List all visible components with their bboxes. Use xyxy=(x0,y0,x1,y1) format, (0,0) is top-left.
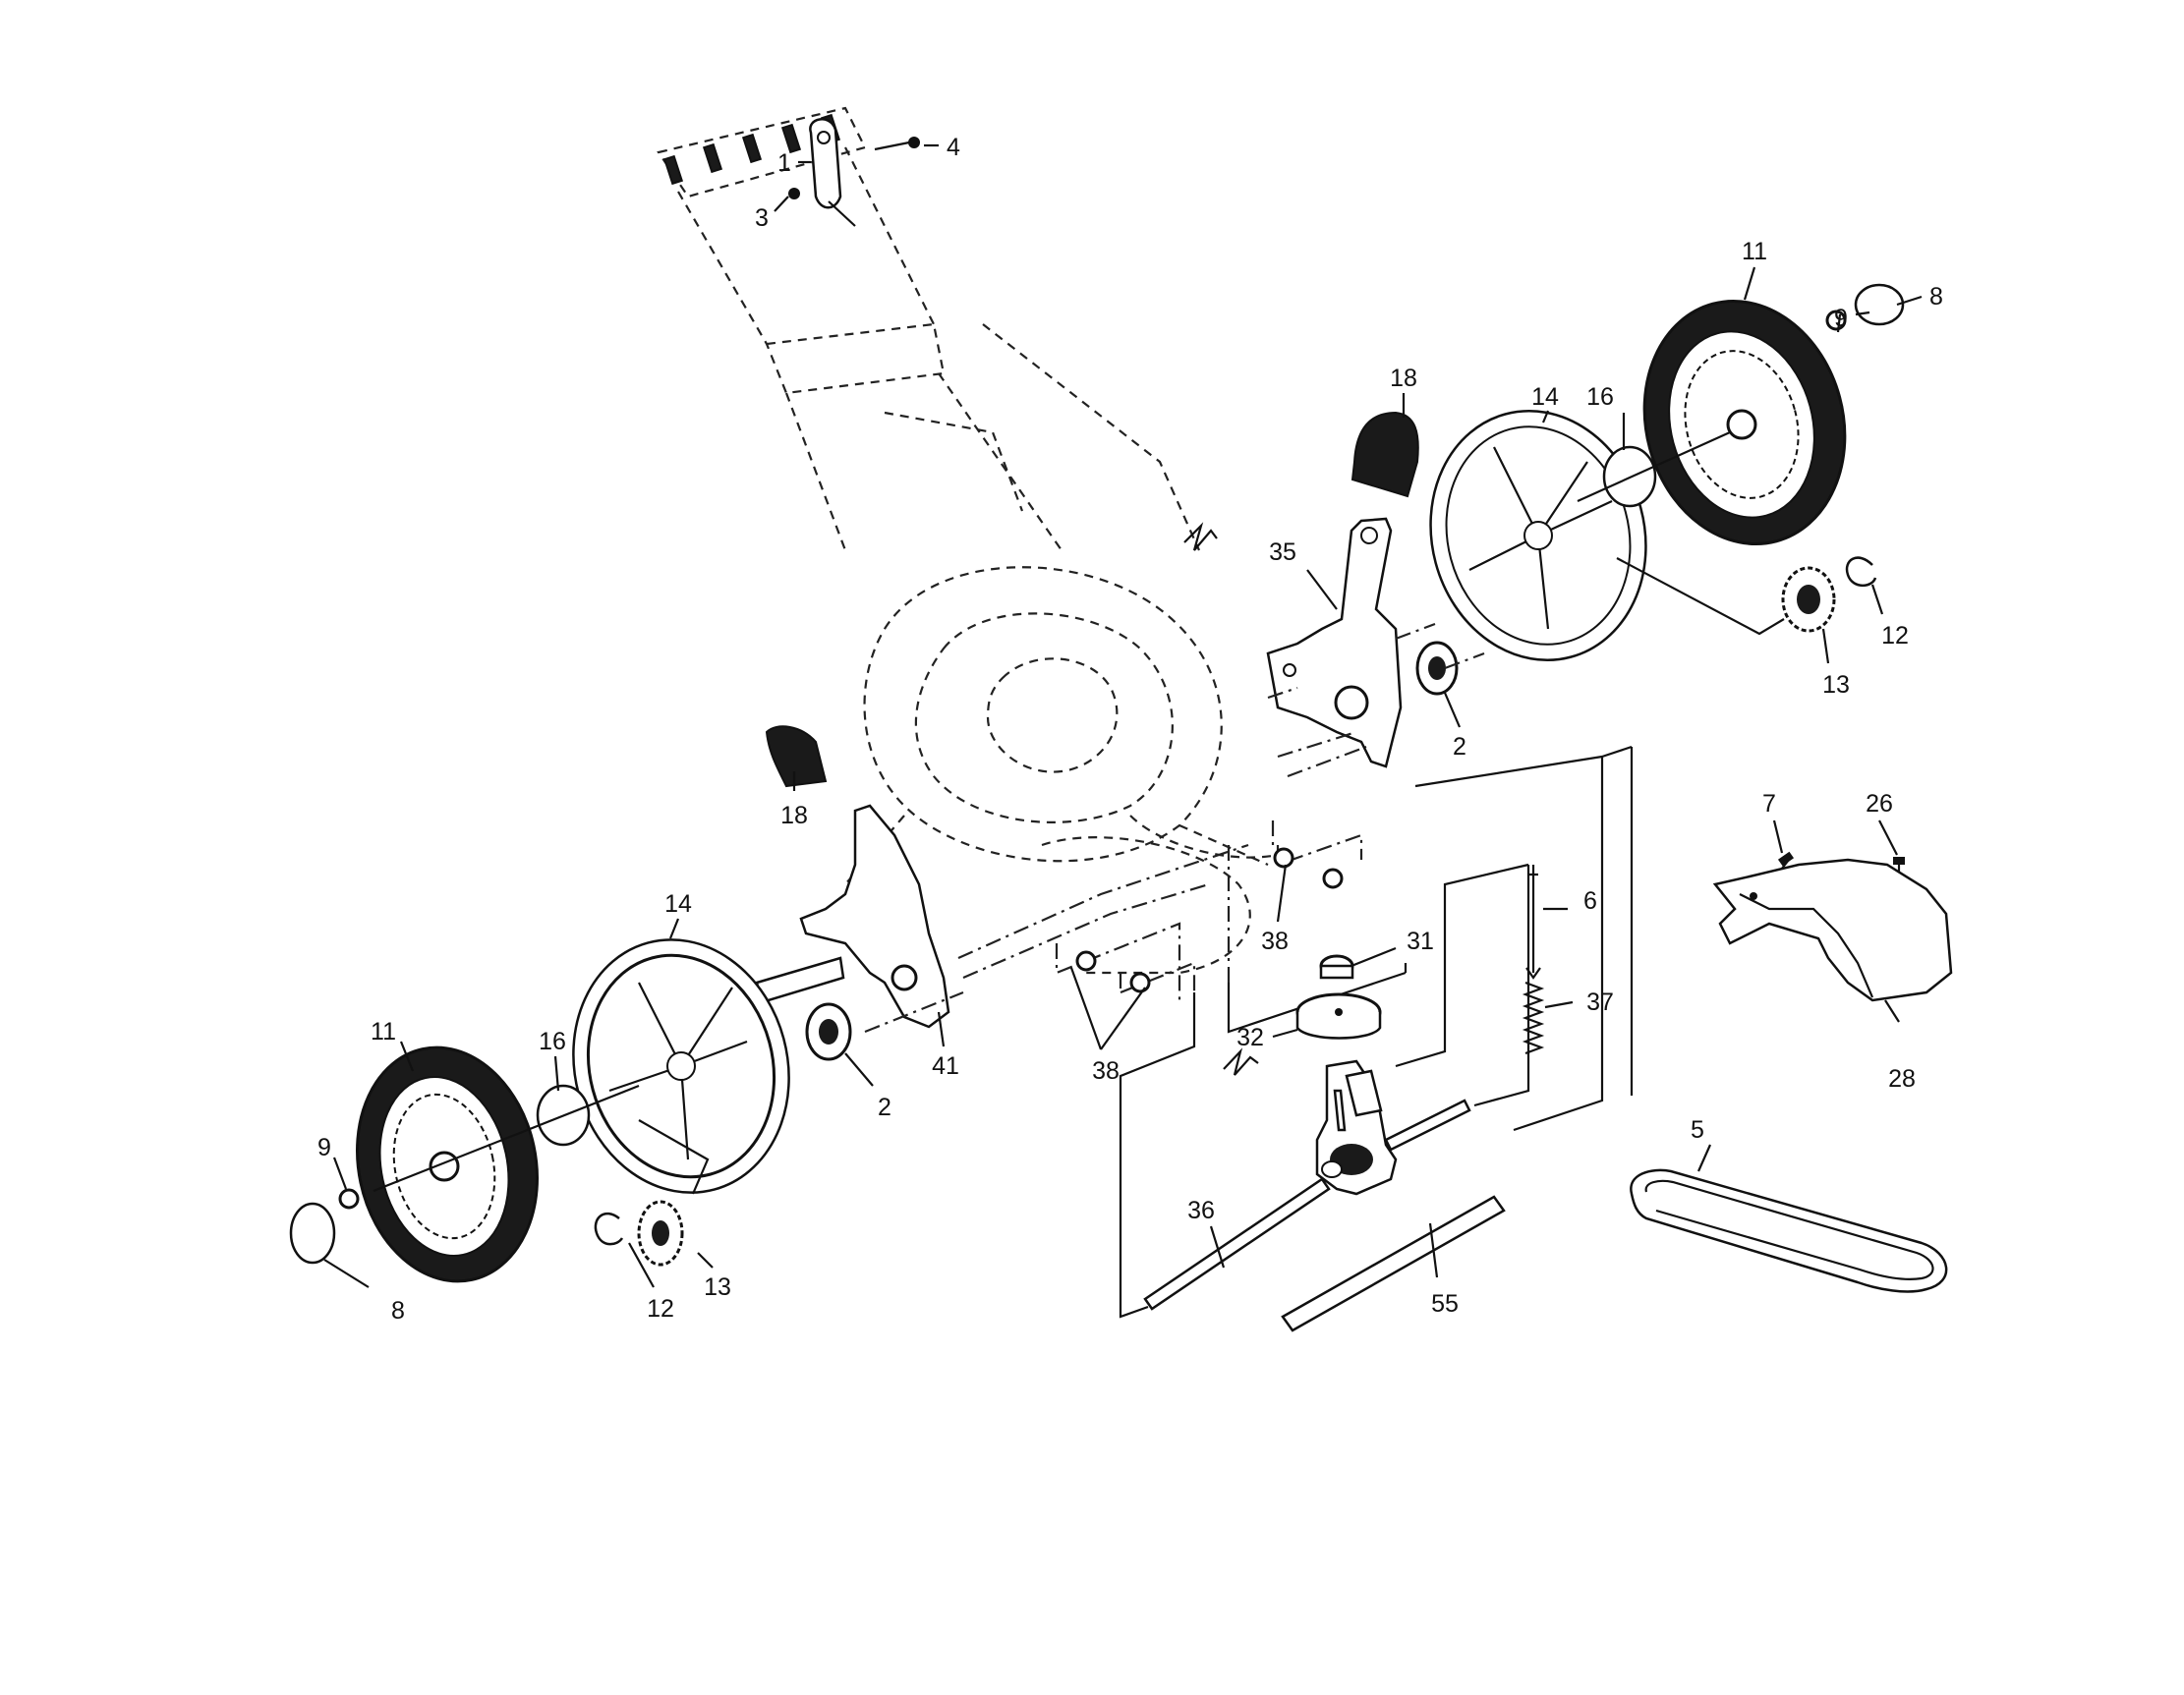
callout-2-left: 2 xyxy=(878,1094,891,1121)
axle-line-left xyxy=(373,1084,640,1193)
callout-31: 31 xyxy=(1407,928,1434,955)
phantom-deck-outline xyxy=(844,566,1279,975)
height-adjuster-bracket-left xyxy=(799,804,950,1029)
screw-icon xyxy=(874,137,920,151)
callout-18-right: 18 xyxy=(1390,365,1417,392)
callout-8-right: 8 xyxy=(1929,283,1943,311)
spring-icon xyxy=(1522,981,1545,1055)
nut-38c xyxy=(1273,847,1294,869)
callout-16-left: 16 xyxy=(539,1028,566,1055)
nut-38a xyxy=(1075,950,1097,972)
adjuster-grip-left xyxy=(765,725,828,788)
bearing-right xyxy=(1415,641,1459,696)
axle-line-right xyxy=(1577,430,1731,503)
cable-break-mark-upper xyxy=(1183,522,1218,551)
rear-cover xyxy=(1712,858,1953,1002)
handle-latch-assembly xyxy=(662,113,856,227)
callout-12-left: 12 xyxy=(647,1295,674,1323)
pulley-nut xyxy=(1319,954,1354,980)
drive-belt xyxy=(1630,1168,1948,1293)
callout-12-right: 12 xyxy=(1881,622,1909,650)
callout-26: 26 xyxy=(1866,790,1893,818)
pulley-icon xyxy=(1295,992,1382,1040)
callout-7: 7 xyxy=(1762,790,1776,818)
shaft-tube xyxy=(1281,1195,1506,1332)
callout-1: 1 xyxy=(777,149,791,177)
callout-11-left: 11 xyxy=(371,1018,396,1045)
nut-icon xyxy=(788,188,800,199)
callout-5: 5 xyxy=(1691,1116,1704,1144)
nut-38b xyxy=(1129,972,1151,993)
drive-assembly-frame xyxy=(1119,745,1634,1319)
drive-gear-right xyxy=(1781,566,1836,633)
callout-35: 35 xyxy=(1269,538,1296,566)
callout-32: 32 xyxy=(1236,1024,1264,1051)
hubcap-left xyxy=(289,1202,336,1265)
height-adjuster-bracket-right xyxy=(1266,517,1403,768)
spring-rod xyxy=(1525,865,1541,980)
callout-38-left: 38 xyxy=(1092,1057,1120,1085)
wheel-hubcap-left xyxy=(572,938,790,1194)
shaft-guide-lines xyxy=(864,622,1485,1034)
callout-8-left: 8 xyxy=(391,1297,405,1325)
phantom-handle-outline xyxy=(657,106,1201,551)
callout-55: 55 xyxy=(1431,1290,1459,1318)
callout-13-right: 13 xyxy=(1822,671,1850,699)
callout-36: 36 xyxy=(1187,1197,1215,1224)
axle-stud-left xyxy=(755,956,845,1004)
callout-9-right: 9 xyxy=(1834,305,1848,332)
transmission-gearbox xyxy=(1315,1059,1398,1196)
retaining-clip-left xyxy=(594,1212,624,1246)
callout-2-right: 2 xyxy=(1453,733,1466,761)
callout-28: 28 xyxy=(1888,1065,1916,1093)
callout-6: 6 xyxy=(1583,887,1597,915)
callout-13-left: 13 xyxy=(704,1273,731,1301)
wheel-tire-left xyxy=(355,1045,540,1283)
callout-9-left: 9 xyxy=(317,1134,331,1161)
drive-gear-left xyxy=(637,1200,684,1267)
callout-16-right: 16 xyxy=(1586,383,1614,411)
nut-38d xyxy=(1322,868,1344,889)
bearing-left xyxy=(805,1002,852,1061)
callout-14-left: 14 xyxy=(664,890,692,918)
cable-break-mark-lower xyxy=(1223,1047,1259,1076)
callout-labels: 1 3 4 18 35 2 14 16 11 9 8 12 13 18 14 1… xyxy=(317,134,1943,1325)
callout-leaders xyxy=(323,143,1923,1288)
retaining-clip-right xyxy=(1845,556,1877,588)
callout-4: 4 xyxy=(947,134,960,161)
wheel-tire-right xyxy=(1642,300,1847,545)
hubcap-right xyxy=(1854,283,1905,326)
nut-left xyxy=(338,1188,360,1210)
callout-11-right: 11 xyxy=(1742,238,1767,265)
drive-shaft xyxy=(1143,1099,1471,1311)
callout-38-right: 38 xyxy=(1261,928,1289,955)
adjuster-grip-right xyxy=(1351,411,1419,498)
callout-37: 37 xyxy=(1586,989,1614,1016)
callout-41: 41 xyxy=(932,1052,959,1080)
callout-18-left: 18 xyxy=(780,802,808,829)
callout-14-right: 14 xyxy=(1531,383,1559,411)
callout-3: 3 xyxy=(755,204,769,232)
wheel-hubcap-right xyxy=(1429,409,1647,662)
